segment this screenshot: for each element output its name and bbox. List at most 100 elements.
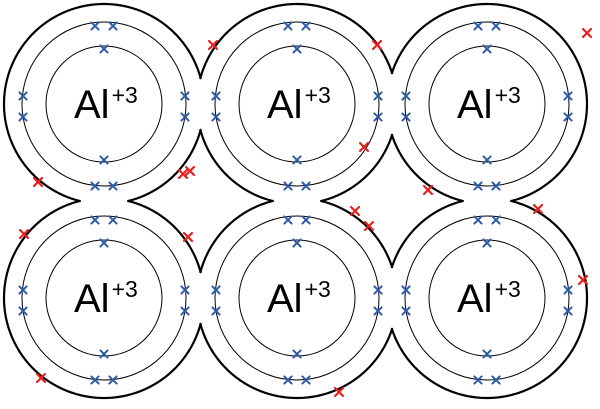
element-symbol: Al bbox=[457, 277, 493, 321]
bound-electron-icon bbox=[482, 349, 492, 359]
bound-electron-icon bbox=[491, 375, 501, 385]
element-symbol: Al bbox=[74, 83, 110, 127]
bound-electron-icon bbox=[563, 91, 573, 101]
bound-electron-icon bbox=[180, 112, 190, 122]
ion-label: Al+3 bbox=[267, 82, 331, 127]
outline-arc bbox=[390, 133, 464, 203]
bound-electron-icon bbox=[211, 112, 221, 122]
bound-electron-icon bbox=[18, 285, 28, 295]
ion-label: Al+3 bbox=[457, 276, 521, 321]
inner-electron-shell bbox=[238, 45, 356, 163]
bound-electron-icon bbox=[292, 238, 302, 248]
delocalized-electron-icon bbox=[207, 39, 219, 51]
bound-electron-icon bbox=[99, 44, 109, 54]
ion-charge: +3 bbox=[112, 82, 138, 108]
bound-electron-icon bbox=[301, 181, 311, 191]
bound-electron-icon bbox=[301, 375, 311, 385]
outline-arc bbox=[510, 102, 589, 203]
bound-electron-icon bbox=[18, 112, 28, 122]
bound-electron-icon bbox=[90, 21, 100, 31]
ion-charge: +3 bbox=[495, 82, 521, 108]
ion-label: Al+3 bbox=[74, 276, 138, 321]
bound-electron-icon bbox=[373, 306, 383, 316]
delocalized-electron-icon bbox=[532, 203, 544, 215]
delocalized-electron-icon bbox=[581, 27, 593, 39]
bound-electron-icon bbox=[18, 91, 28, 101]
outline-arc bbox=[2, 199, 202, 400]
outline-arc bbox=[199, 128, 274, 203]
bound-electron-icon bbox=[180, 91, 190, 101]
bound-electron-icon bbox=[563, 112, 573, 122]
ion-charge: +3 bbox=[305, 82, 331, 108]
bound-electron-icon bbox=[401, 112, 411, 122]
bound-electron-icon bbox=[99, 238, 109, 248]
outer-electron-shell bbox=[21, 21, 187, 187]
bound-electron-icon bbox=[292, 44, 302, 54]
bound-electrons bbox=[18, 21, 573, 385]
outline-arc bbox=[320, 133, 394, 203]
delocalized-electron-icon bbox=[18, 228, 30, 240]
inner-electron-shell bbox=[45, 45, 163, 163]
bound-electron-icon bbox=[18, 306, 28, 316]
delocalized-electron-icon bbox=[371, 39, 383, 51]
sea-of-electrons-outline bbox=[2, 2, 589, 400]
bound-electron-icon bbox=[292, 349, 302, 359]
delocalized-electron-icon bbox=[358, 141, 370, 153]
delocalized-electron-icon bbox=[363, 220, 375, 232]
bound-electron-icon bbox=[283, 21, 293, 31]
bound-electron-icon bbox=[482, 238, 492, 248]
bound-electron-icon bbox=[491, 181, 501, 191]
element-symbol: Al bbox=[457, 83, 493, 127]
bound-electron-icon bbox=[283, 181, 293, 191]
ion-label: Al+3 bbox=[457, 82, 521, 127]
inner-electron-shell bbox=[428, 239, 546, 357]
bound-electron-icon bbox=[292, 155, 302, 165]
delocalized-electron-icon bbox=[333, 386, 345, 398]
bound-electron-icon bbox=[90, 181, 100, 191]
outline-arc bbox=[199, 199, 274, 274]
bound-electron-icon bbox=[90, 375, 100, 385]
bound-electron-icon bbox=[373, 285, 383, 295]
delocalized-electron-icon bbox=[577, 274, 589, 286]
delocalized-electrons bbox=[18, 27, 593, 398]
inner-electron-shell bbox=[428, 45, 546, 163]
inner-electron-shell bbox=[238, 239, 356, 357]
bound-electron-icon bbox=[301, 21, 311, 31]
delocalized-electron-icon bbox=[182, 231, 194, 243]
bound-electron-icon bbox=[180, 285, 190, 295]
bound-electron-icon bbox=[373, 112, 383, 122]
bound-electron-icon bbox=[283, 215, 293, 225]
outline-arc bbox=[127, 199, 202, 274]
ion-charge: +3 bbox=[495, 276, 521, 302]
bound-electron-icon bbox=[211, 285, 221, 295]
delocalized-electron-icon bbox=[177, 168, 189, 180]
bound-electron-icon bbox=[473, 21, 483, 31]
outer-electron-shell bbox=[214, 215, 380, 381]
bound-electron-icon bbox=[211, 91, 221, 101]
bound-electron-icon bbox=[482, 44, 492, 54]
delocalized-electron-icon bbox=[32, 176, 44, 188]
bound-electron-icon bbox=[401, 285, 411, 295]
bound-electron-icon bbox=[473, 215, 483, 225]
outer-electron-shell bbox=[404, 215, 570, 381]
electron-shells bbox=[21, 21, 570, 381]
ion-charge: +3 bbox=[112, 276, 138, 302]
bound-electron-icon bbox=[180, 306, 190, 316]
bound-electron-icon bbox=[90, 215, 100, 225]
bound-electron-icon bbox=[283, 375, 293, 385]
element-symbol: Al bbox=[267, 83, 303, 127]
ion-label: Al+3 bbox=[74, 82, 138, 127]
delocalized-electron-icon bbox=[349, 205, 361, 217]
bound-electron-icon bbox=[108, 215, 118, 225]
outline-arc bbox=[390, 2, 589, 106]
bound-electron-icon bbox=[491, 21, 501, 31]
outline-arc bbox=[320, 199, 394, 269]
delocalized-electron-icon bbox=[35, 372, 47, 384]
delocalized-electron-icon bbox=[184, 165, 196, 177]
outline-arc bbox=[199, 2, 394, 80]
outline-arc bbox=[390, 199, 464, 269]
ion-label: Al+3 bbox=[267, 276, 331, 321]
